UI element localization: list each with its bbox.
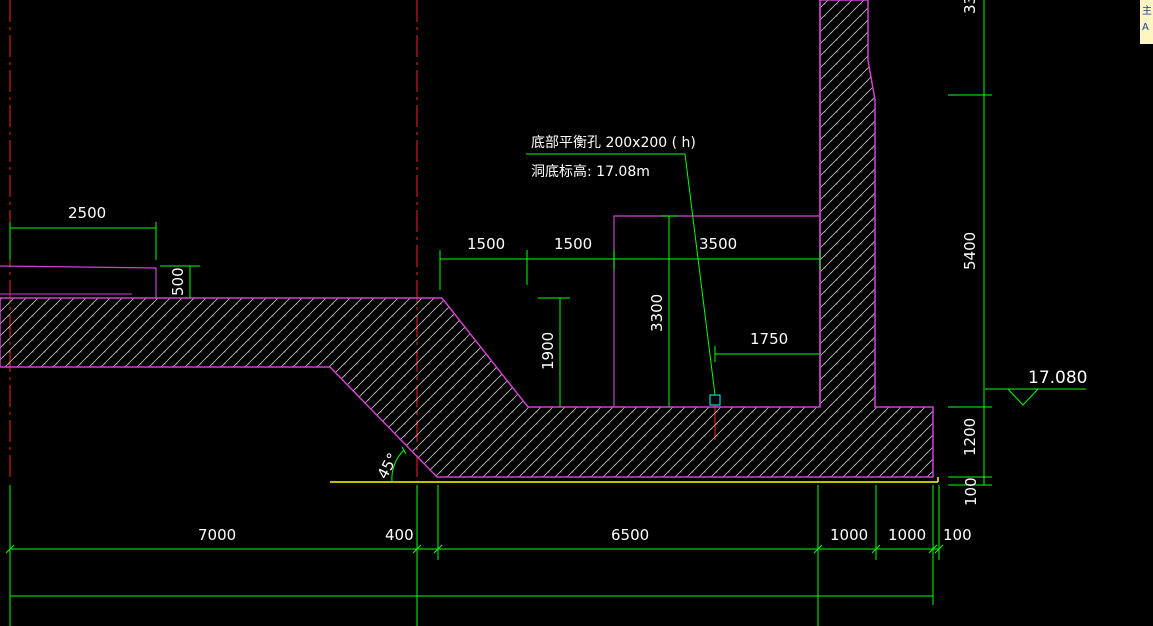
- side-panel-item-1: 主: [1142, 6, 1152, 17]
- dim-1500-a: 1500: [467, 235, 505, 253]
- dim-100-vertical: 100: [962, 477, 980, 506]
- dim-5400: 5400: [961, 232, 979, 270]
- side-panel-item-2: A: [1142, 22, 1149, 33]
- balance-hole-marker: [709, 394, 721, 406]
- note-line-2: 洞底标高: 17.08m: [531, 163, 650, 180]
- note-block: 底部平衡孔 200x200 ( h) 洞底标高: 17.08m: [531, 135, 696, 180]
- dim-400: 400: [385, 526, 414, 544]
- dim-500: 500: [169, 267, 187, 296]
- dim-1500-b: 1500: [554, 235, 592, 253]
- note-line-1: 底部平衡孔 200x200 ( h): [531, 135, 696, 151]
- dim-3300: 3300: [648, 294, 666, 332]
- dim-1200: 1200: [961, 418, 979, 456]
- dim-100-horizontal: 100: [943, 526, 972, 544]
- dim-1000-a: 1000: [830, 526, 868, 544]
- elevation-label: 17.080: [1028, 368, 1087, 388]
- side-panel[interactable]: 主 A: [1140, 0, 1153, 44]
- dim-1000-b: 1000: [888, 526, 926, 544]
- dim-7000: 7000: [198, 526, 236, 544]
- dimension-lines: [5, 0, 1086, 626]
- concrete-section: [0, 0, 934, 478]
- dimension-labels: 2500 500 1500 1500 3500 3300 1900 1750 5…: [68, 0, 980, 544]
- dim-6500: 6500: [611, 526, 649, 544]
- dim-1750: 1750: [750, 330, 788, 348]
- dim-33-partial: 33: [961, 0, 979, 14]
- dim-1900: 1900: [539, 332, 557, 370]
- dim-3500: 3500: [699, 235, 737, 253]
- dim-2500: 2500: [68, 204, 106, 222]
- slab-left: [0, 0, 934, 478]
- angle-label: 45°: [374, 450, 402, 482]
- ground-line: [330, 477, 939, 483]
